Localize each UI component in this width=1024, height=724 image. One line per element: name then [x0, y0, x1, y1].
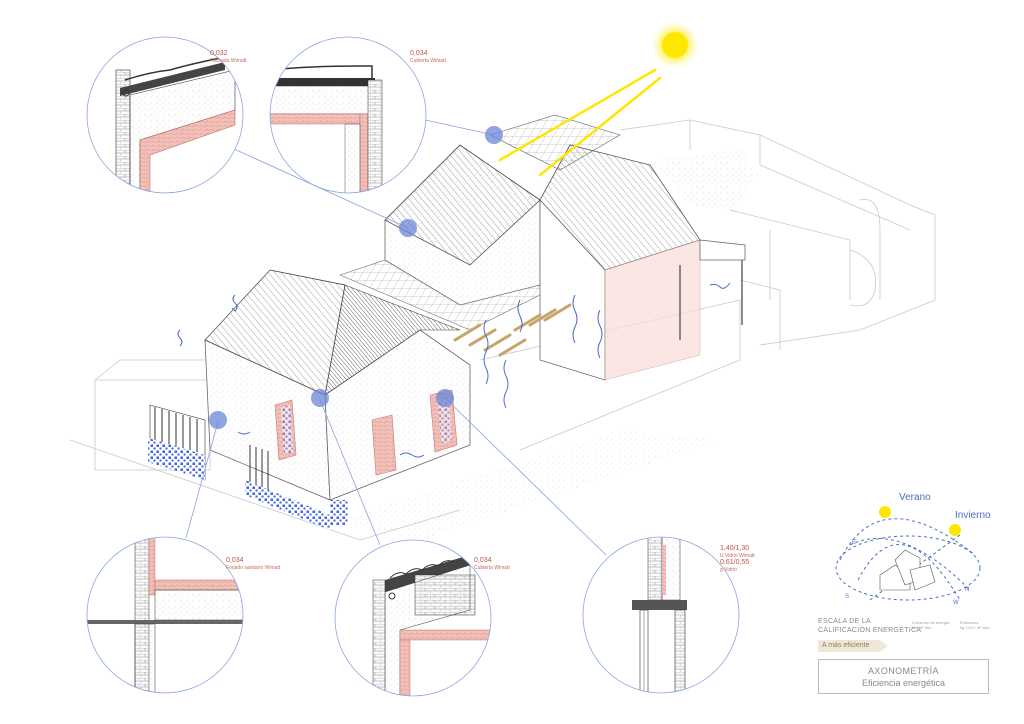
main-building — [148, 114, 746, 530]
summer-label: Verano — [899, 492, 931, 503]
callout-label-vidrio: 1,40/1,30 U Vidrio Wimatt 0,61/0,55 g Vi… — [720, 545, 755, 573]
heat-flow-lines — [177, 282, 731, 458]
compass-e: E — [852, 540, 857, 546]
callout-label-fachada: 0,032 Fachada Wimatt — [210, 50, 246, 64]
detail-circle-cubierta-teja — [335, 540, 491, 696]
detail-circle-fachada — [87, 37, 243, 193]
detail-circle-cubierta-teja-border — [334, 539, 492, 697]
emissions-line1: Emisiones — [960, 620, 979, 625]
winter-sun-icon — [949, 524, 961, 536]
callout-value: 0,034 — [410, 50, 428, 57]
summer-sun-icon — [879, 506, 891, 518]
energy-consumption-label: Consumo de energía kW/m² año — [912, 620, 949, 630]
sun-icon — [651, 21, 699, 69]
title-line2: Eficiencia energética — [861, 678, 946, 688]
emissions-line2: kg CO2 / m² año — [960, 625, 990, 630]
callout-label-cubierta-teja: 0,034 Cubierta Wimatt — [474, 557, 510, 571]
detail-circle-forjado-border — [86, 536, 244, 694]
title-block: AXONOMETRÍA Eficiencia energética — [818, 659, 989, 694]
compass-s: S — [845, 594, 850, 600]
callout-caption: U Vidrio Wimatt — [720, 553, 755, 559]
detail-circle-vidrio-border — [582, 536, 740, 694]
energy-scale-title-line2: CALIFICACIÓN ENERGÉTICA — [818, 627, 922, 634]
title-line1: AXONOMETRÍA — [868, 666, 939, 676]
compass-w: W — [953, 600, 959, 606]
callout-caption: Forjado sanitario Wimatt — [226, 565, 281, 571]
callout-value: 0,032 — [210, 50, 228, 57]
detail-circle-cubierta — [270, 37, 426, 193]
callout-markers — [209, 126, 503, 429]
callout-value: 0,034 — [474, 557, 492, 564]
callout-caption: Cubierta Wimatt — [410, 58, 446, 64]
detail-circle-cubierta-border — [269, 36, 427, 194]
callout-caption-2: g Vidrio — [720, 567, 737, 573]
gravel-courtyard — [650, 150, 760, 210]
energy-scale-title: ESCALA DE LA CALIFICACIÓN ENERGÉTICA — [818, 617, 921, 635]
callout-value: 1,40/1,30 — [720, 545, 750, 552]
detail-circle-fachada-border — [86, 36, 244, 194]
consumption-line2: kW/m² año — [912, 625, 932, 630]
detail-circle-forjado — [87, 537, 243, 693]
callout-value-2: 0,61/0,55 — [720, 559, 750, 566]
compass-n: N — [965, 587, 970, 593]
detail-circle-vidrio — [583, 537, 739, 693]
callout-label-cubierta: 0,034 Cubierta Wimatt — [410, 50, 446, 64]
callout-value: 0,034 — [226, 557, 244, 564]
gravel-ground — [340, 430, 720, 540]
callout-label-forjado: 0,034 Forjado sanitario Wimatt — [226, 557, 280, 571]
mini-house-icon — [879, 549, 936, 591]
callout-caption: Cubierta Wimatt — [474, 565, 510, 571]
consumption-line1: Consumo de energía — [912, 620, 950, 625]
callout-caption: Fachada Wimatt — [210, 58, 247, 64]
energy-scale-title-line1: ESCALA DE LA — [818, 618, 872, 625]
sun-rays — [498, 68, 662, 177]
winter-label: Invierno — [955, 510, 991, 521]
energy-grade-badge: A más eficiente — [818, 640, 888, 652]
emissions-label: Emisiones kg CO2 / m² año — [960, 620, 989, 630]
